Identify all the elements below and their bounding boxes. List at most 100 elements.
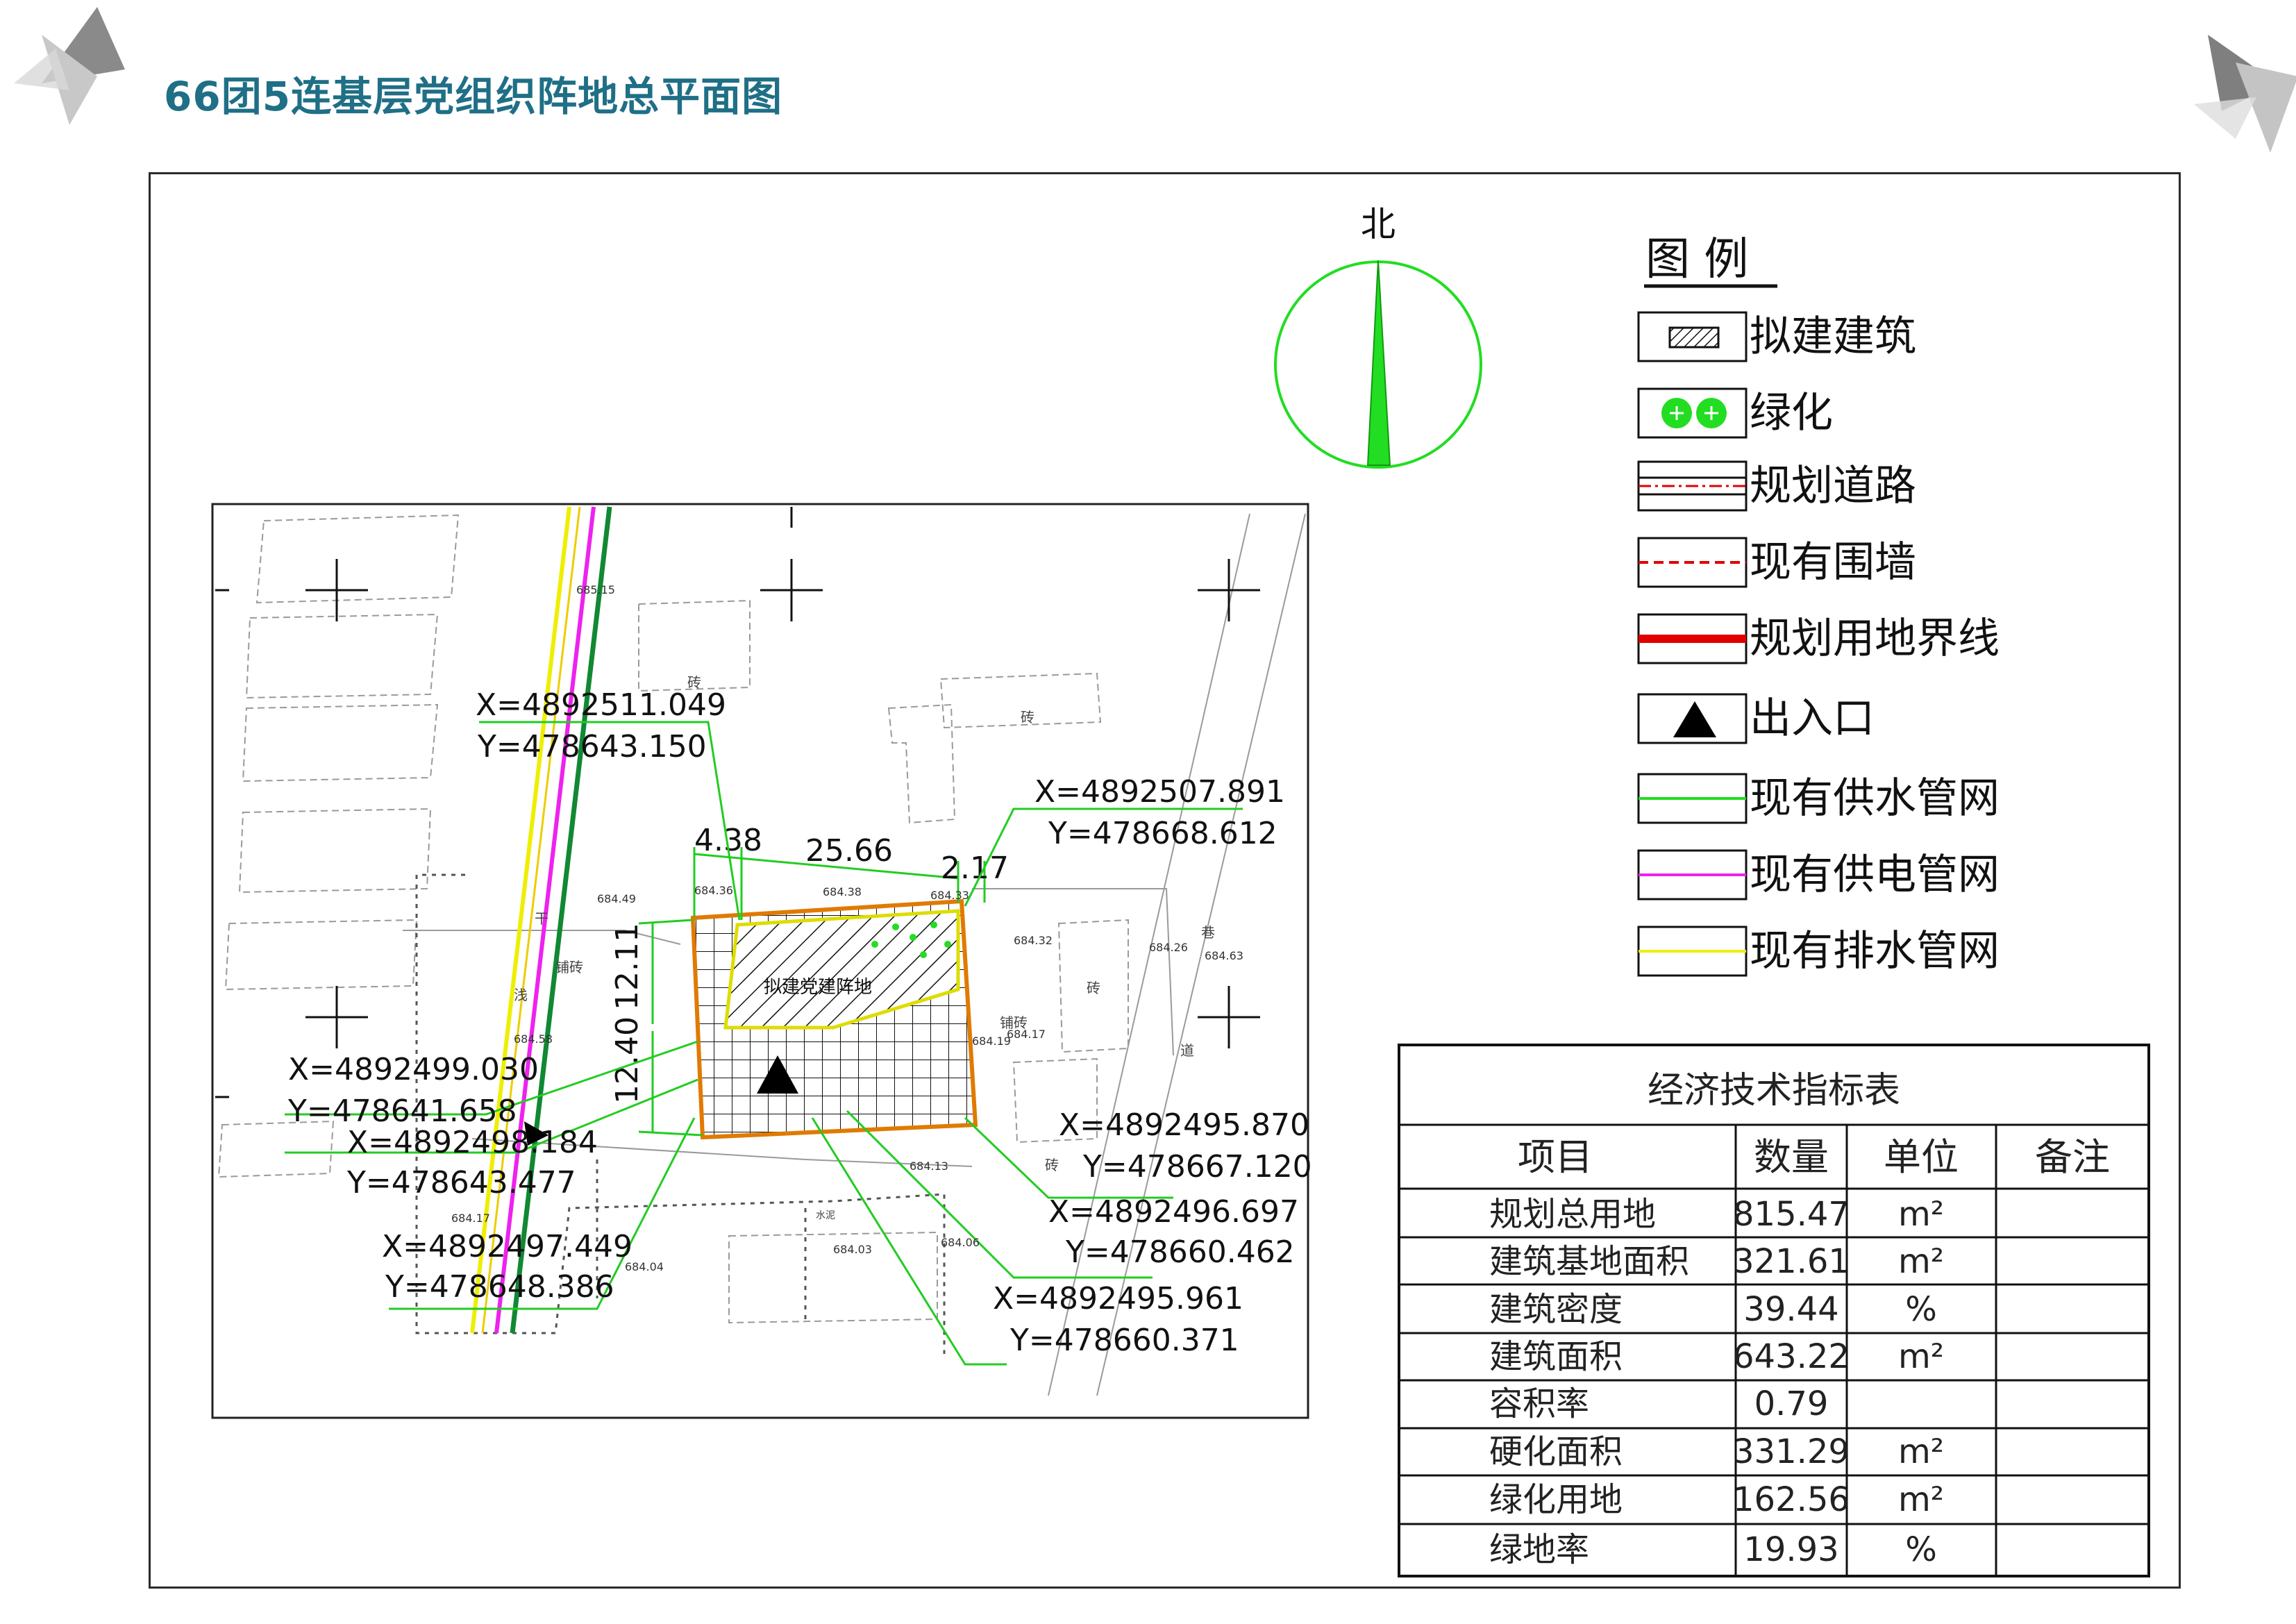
elev-label: 684.13 [910,1160,948,1173]
grid-crosses [215,507,1260,1098]
table-rows: 规划总用地 815.47 m² 建筑基地面积 321.61 m² 建筑密度 39… [1489,1195,1944,1569]
dim-12-11: 12.11 [610,923,645,1010]
power-pipeline [494,506,596,1334]
legend: 图 例 拟建建筑 绿化 规划道路 现有围墙 [1637,234,2000,977]
map-label: 水泥 [816,1210,835,1221]
elev-label: 684.32 [1014,934,1053,947]
legend-label: 绿化 [1750,389,1833,437]
row-unit: % [1905,1290,1937,1329]
row-item: 绿化用地 [1489,1480,1623,1519]
elev-label: 684.36 [694,884,733,897]
coord-5-y: Y=478667.120 [1082,1149,1312,1184]
legend-item-power: 现有供电管网 [1637,849,2000,901]
row-unit: m² [1898,1337,1944,1376]
map-label: 铺砖 [1000,1014,1028,1031]
coord-2-x: X=4892507.891 [1034,774,1285,810]
coord-8-x: X=4892495.961 [993,1281,1243,1316]
coord-1-x: X=4892511.049 [476,687,726,723]
dimension-lines [638,847,986,1137]
row-unit: m² [1898,1242,1944,1281]
legend-item-hatched-building: 拟建建筑 [1637,311,1916,362]
elev-label: 684.17 [1007,1028,1046,1041]
elev-label: 684.63 [1205,949,1243,962]
elev-label: 684.38 [823,885,862,898]
roads-outline [403,513,1306,1396]
map-label: 砖 [1021,709,1034,726]
corner-decoration-right [2194,35,2296,153]
header-item: 项目 [1518,1135,1593,1179]
elev-label: 684.26 [1149,941,1188,954]
map-label: 巷 [1201,924,1215,941]
legend-item-drainage: 现有排水管网 [1637,926,2000,977]
dim-2-17: 2.17 [941,851,1009,886]
elev-label: 684.33 [930,889,969,902]
coord-6-x: X=4892496.697 [1048,1194,1299,1230]
drain-pipeline-edge [481,506,581,1334]
row-unit: m² [1898,1480,1944,1519]
row-item: 建筑基地面积 [1489,1242,1689,1281]
existing-buildings [217,514,1129,1324]
hatched-building-icon [1668,326,1720,349]
coord-6-y: Y=478660.462 [1065,1234,1295,1270]
map-label: 道 [1180,1042,1194,1059]
north-arrow: 北 [1274,204,1482,469]
coordinate-labels: X=4892511.049 Y=478643.150 X=4892507.891… [287,687,1312,1358]
row-item: 绿地率 [1489,1530,1589,1569]
coord-2-y: Y=478668.612 [1048,816,1277,851]
legend-item-entrance: 出入口 [1637,693,1875,744]
north-label: 北 [1361,204,1396,244]
coord-5-x: X=4892495.870 [1059,1107,1309,1143]
elev-label: 685.15 [576,583,615,596]
header-qty: 数量 [1754,1135,1829,1179]
side-entrance-icon [524,1121,548,1146]
map-label: 干 [535,910,548,927]
row-item: 硬化面积 [1489,1432,1623,1471]
map-text-labels: 砖 砖 砖 砖 铺砖 铺砖 巷 道 干 浅 水泥 [514,674,1215,1221]
greenery-dots [871,921,951,958]
header-unit: 单位 [1884,1135,1959,1179]
page-title: 66团5连基层党组织阵地总平面图 [164,73,783,120]
legend-item-greenery: 绿化 [1637,387,1833,439]
dim-12-40: 12.40 [610,1016,645,1104]
map-label: 砖 [1087,980,1100,996]
table-title: 经济技术指标表 [1648,1070,1900,1112]
row-unit: % [1905,1530,1937,1569]
coord-3-x: X=4892499.030 [288,1052,539,1087]
coordinate-leaders [285,721,1243,1366]
elevation-labels: 685.15 684.49 684.36 684.38 684.33 684.3… [451,583,1243,1273]
legend-title: 图 例 [1645,234,1748,285]
map-label: 浅 [514,987,528,1003]
water-pipeline [510,506,612,1334]
legend-label: 规划道路 [1750,462,1916,510]
elev-label: 684.19 [972,1035,1011,1048]
row-item: 建筑面积 [1489,1337,1623,1376]
map-label: 砖 [1045,1157,1059,1173]
row-qty: 0.79 [1754,1384,1829,1423]
coord-7-y: Y=478648.386 [385,1269,614,1305]
legend-item-boundary: 规划用地界线 [1637,613,2000,664]
elev-label: 684.17 [451,1212,490,1225]
map-label: 砖 [687,674,701,691]
north-needle-icon [1366,260,1391,466]
indicator-table: 经济技术指标表 项目 数量 单位 备注 规划总用地 815.47 m² 建筑基地… [1398,1044,2150,1577]
coord-1-y: Y=478643.150 [477,729,707,764]
row-qty: 321.61 [1733,1242,1850,1281]
planned-building [723,909,960,1030]
drain-pipeline [470,506,571,1334]
legend-label: 现有围墙 [1750,538,1916,587]
row-unit: m² [1898,1432,1944,1471]
row-qty: 162.56 [1733,1480,1850,1519]
building-label: 拟建党建阵地 [764,977,872,998]
triangle-icon [1673,701,1716,737]
legend-item-planned-road: 规划道路 [1637,460,1916,512]
header-note: 备注 [2035,1135,2110,1179]
existing-wall [415,873,946,1354]
green-circles-icon [1661,398,1727,428]
row-qty: 39.44 [1743,1290,1838,1329]
corner-decoration-left [14,7,125,125]
row-qty: 643.22 [1733,1337,1850,1376]
drawing-frame [149,172,2181,1589]
row-item: 容积率 [1489,1384,1589,1423]
row-qty: 815.47 [1733,1195,1850,1234]
coord-4-x: X=4892498.184 [347,1125,598,1160]
